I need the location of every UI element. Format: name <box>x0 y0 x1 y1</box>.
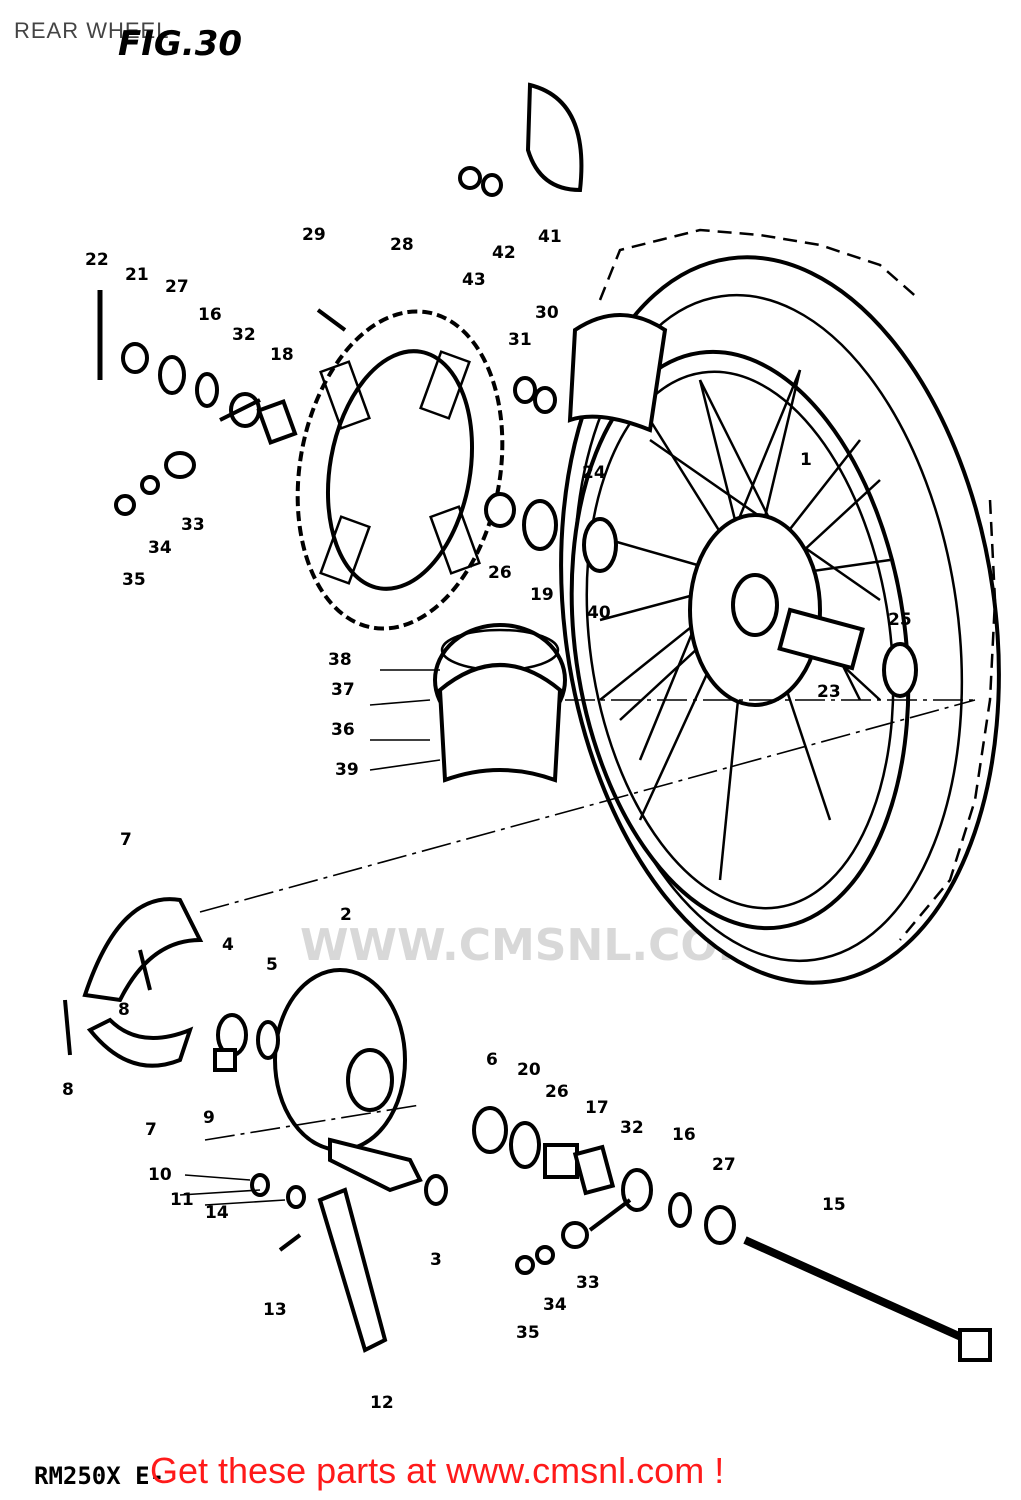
callout-label: 2 <box>340 905 352 925</box>
callout-label: 33 <box>181 515 205 535</box>
callout-label: 19 <box>530 585 554 605</box>
brake-shoes <box>82 897 204 1068</box>
figure-number: FIG.30 <box>118 24 243 64</box>
callout-label: 16 <box>672 1125 696 1145</box>
callout-label: 26 <box>545 1082 569 1102</box>
callout-label: 36 <box>331 720 355 740</box>
callout-label: 26 <box>488 563 512 583</box>
callout-label: 32 <box>620 1118 644 1138</box>
callout-labels: 1 2 3 4 5 6 7 7 8 8 9 10 11 12 13 14 15 … <box>62 225 912 1413</box>
callout-label: 29 <box>302 225 326 245</box>
callout-label: 40 <box>587 603 611 623</box>
callout-label: 3 <box>430 1250 442 1270</box>
callout-label: 27 <box>712 1155 736 1175</box>
leader-lines <box>179 669 976 1206</box>
callout-label: 12 <box>370 1393 394 1413</box>
callout-label: 17 <box>585 1098 609 1118</box>
rear-axle <box>743 1236 992 1362</box>
callout-label: 20 <box>517 1060 541 1080</box>
callout-label: 15 <box>822 1195 846 1215</box>
callout-label: 43 <box>462 270 486 290</box>
callout-label: 30 <box>535 303 559 323</box>
callout-label: 42 <box>492 243 516 263</box>
callout-label: 31 <box>508 330 532 350</box>
small-parts <box>63 166 918 1275</box>
callout-label: 25 <box>888 610 912 630</box>
callout-label: 6 <box>486 1050 498 1070</box>
callout-label: 38 <box>328 650 352 670</box>
callout-label: 18 <box>270 345 294 365</box>
callout-label: 10 <box>148 1165 172 1185</box>
tire-protector <box>525 82 584 193</box>
callout-label: 14 <box>205 1203 229 1223</box>
callout-label: 8 <box>62 1080 74 1100</box>
callout-label: 11 <box>170 1190 194 1210</box>
callout-label: 35 <box>516 1323 540 1343</box>
callout-label: 39 <box>335 760 359 780</box>
callout-label: 8 <box>118 1000 130 1020</box>
callout-label: 23 <box>817 682 841 702</box>
callout-label: 7 <box>120 830 132 850</box>
page-title: REAR WHEEL <box>14 18 170 43</box>
callout-label: 4 <box>222 935 234 955</box>
callout-label: 37 <box>331 680 355 700</box>
brake-panel <box>273 968 423 1193</box>
callout-label: 5 <box>266 955 278 975</box>
callout-label: 34 <box>543 1295 567 1315</box>
callout-label: 32 <box>232 325 256 345</box>
callout-label: 34 <box>148 538 172 558</box>
promo-link[interactable]: Get these parts at www.cmsnl.com ! <box>150 1450 725 1491</box>
watermark-text: WWW.CMSNL.COM <box>300 920 762 971</box>
model-code: RM250X E- <box>34 1462 165 1490</box>
rear-sprocket <box>295 309 505 631</box>
callout-label: 1 <box>800 450 812 470</box>
rim-band <box>567 313 668 433</box>
callout-label: 28 <box>390 235 414 255</box>
callout-label: 9 <box>203 1108 215 1128</box>
wheel-hub <box>688 513 865 707</box>
callout-label: 27 <box>165 277 189 297</box>
callout-label: 33 <box>576 1273 600 1293</box>
callout-label: 41 <box>538 227 562 247</box>
callout-label: 24 <box>582 463 606 483</box>
cam-lever <box>317 1187 388 1353</box>
callout-label: 35 <box>122 570 146 590</box>
callout-label: 22 <box>85 250 109 270</box>
callout-label: 13 <box>263 1300 287 1320</box>
callout-label: 16 <box>198 305 222 325</box>
callout-label: 21 <box>125 265 149 285</box>
callout-label: 7 <box>145 1120 157 1140</box>
